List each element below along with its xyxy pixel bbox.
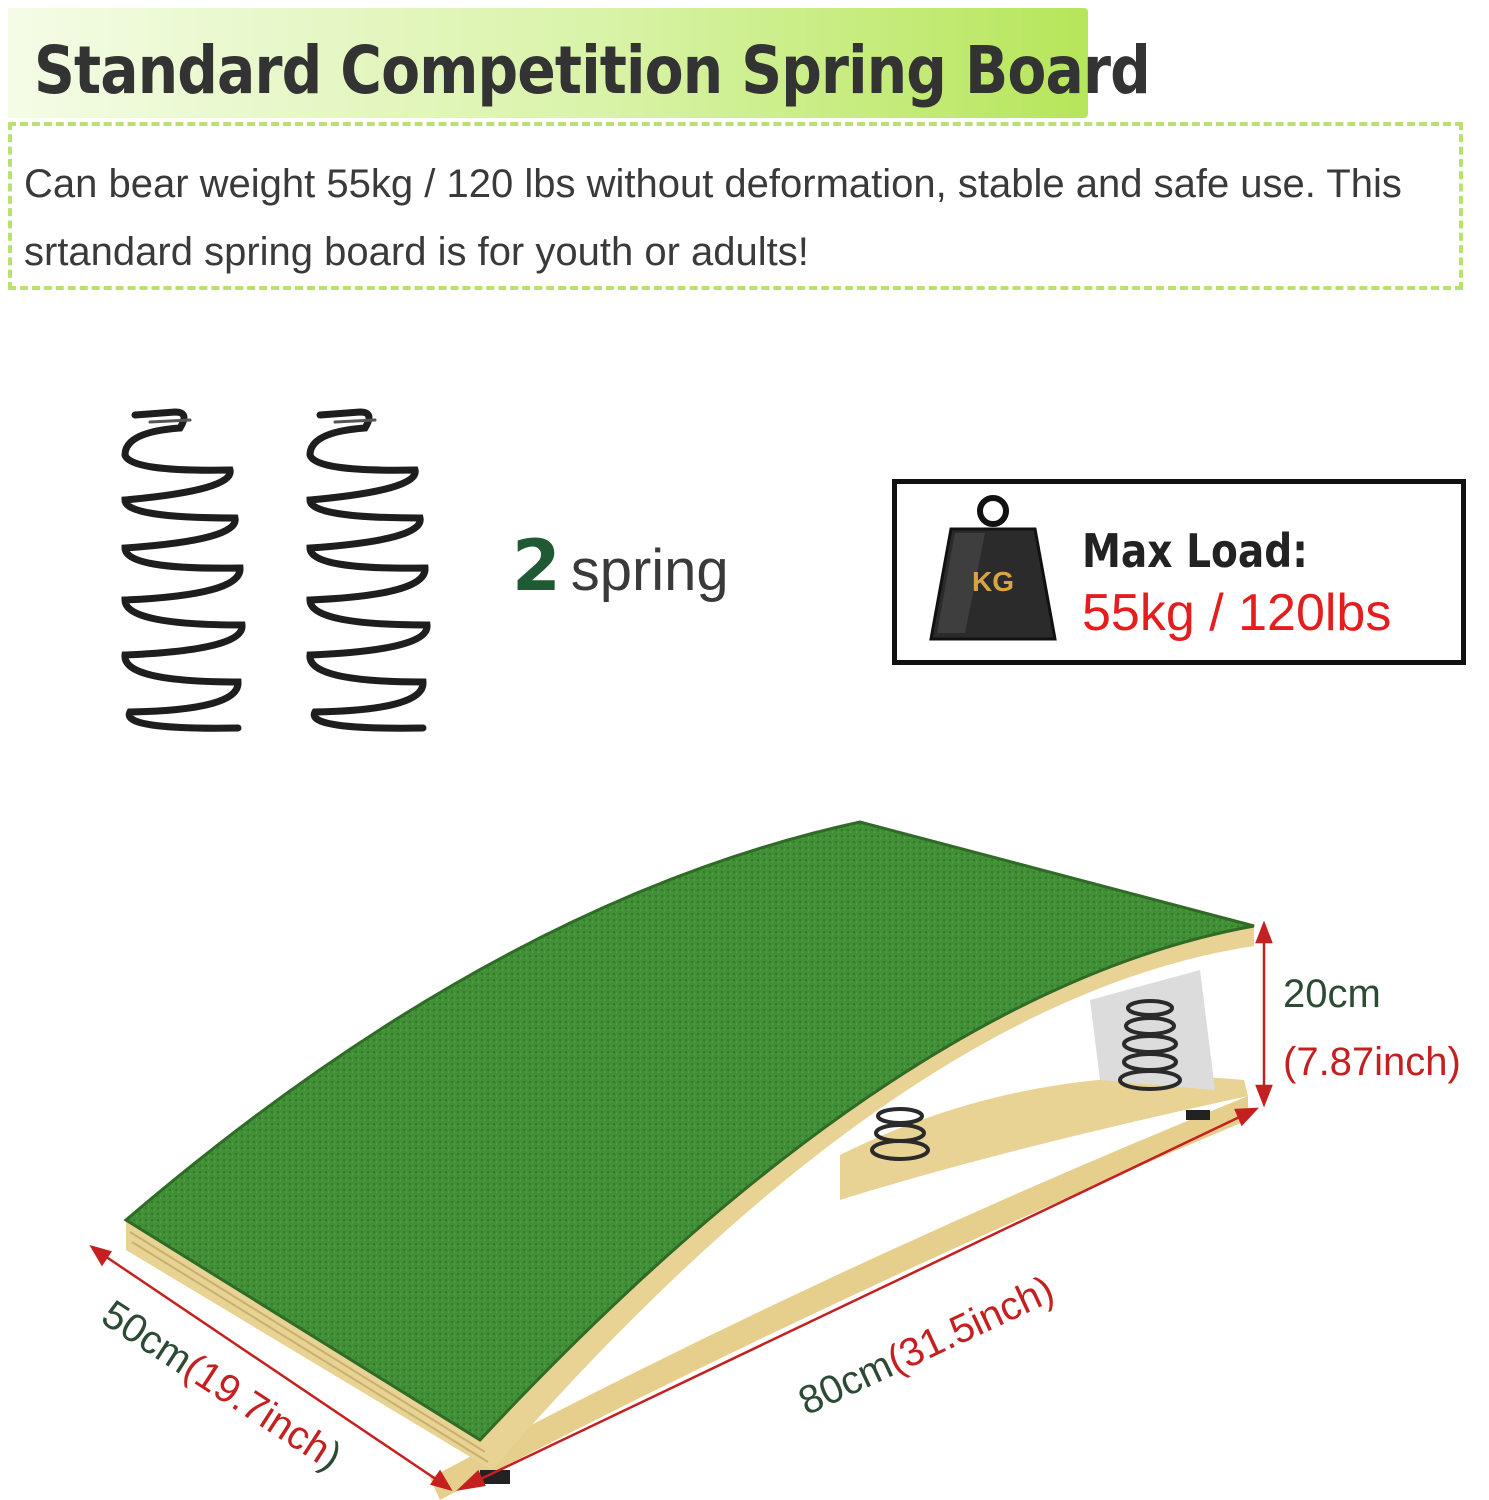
board-foot	[1186, 1110, 1210, 1120]
board-base-top	[840, 1076, 1248, 1200]
weight-icon: KG	[929, 495, 1057, 641]
max-load-box	[892, 479, 1466, 665]
spring-count-word: spring	[570, 538, 729, 603]
weight-badge-text: KG	[972, 566, 1014, 597]
title-banner	[8, 8, 1088, 118]
width-arrow	[89, 1244, 453, 1492]
board-turf-surface	[123, 820, 1255, 1442]
springs-illustration	[121, 408, 431, 732]
height-dimension: 20cm (7.87inch)	[1283, 960, 1461, 1096]
description-box	[8, 122, 1463, 290]
max-load-label: Max Load:	[1082, 524, 1308, 578]
height-arrow	[1255, 920, 1273, 1108]
spring-board-illustration	[89, 820, 1273, 1500]
description-text: Can bear weight 55kg / 120 lbs without d…	[24, 162, 1402, 274]
length-arrow	[456, 1107, 1260, 1491]
page-title: Standard Competition Spring Board	[34, 32, 1151, 109]
board-foot	[480, 1470, 510, 1484]
board-spring-icon	[870, 1107, 930, 1161]
board-back-panel	[1090, 970, 1215, 1090]
spring-icon	[306, 408, 431, 732]
board-spring-icon	[1118, 999, 1182, 1091]
height-cm: 20cm	[1283, 972, 1381, 1016]
height-inch: (7.87inch)	[1283, 1040, 1461, 1084]
spring-icon	[121, 408, 246, 732]
max-load-value: 55kg / 120lbs	[1082, 584, 1392, 642]
spring-count-number: 2	[512, 525, 561, 607]
board-base-edge	[430, 1096, 1248, 1500]
